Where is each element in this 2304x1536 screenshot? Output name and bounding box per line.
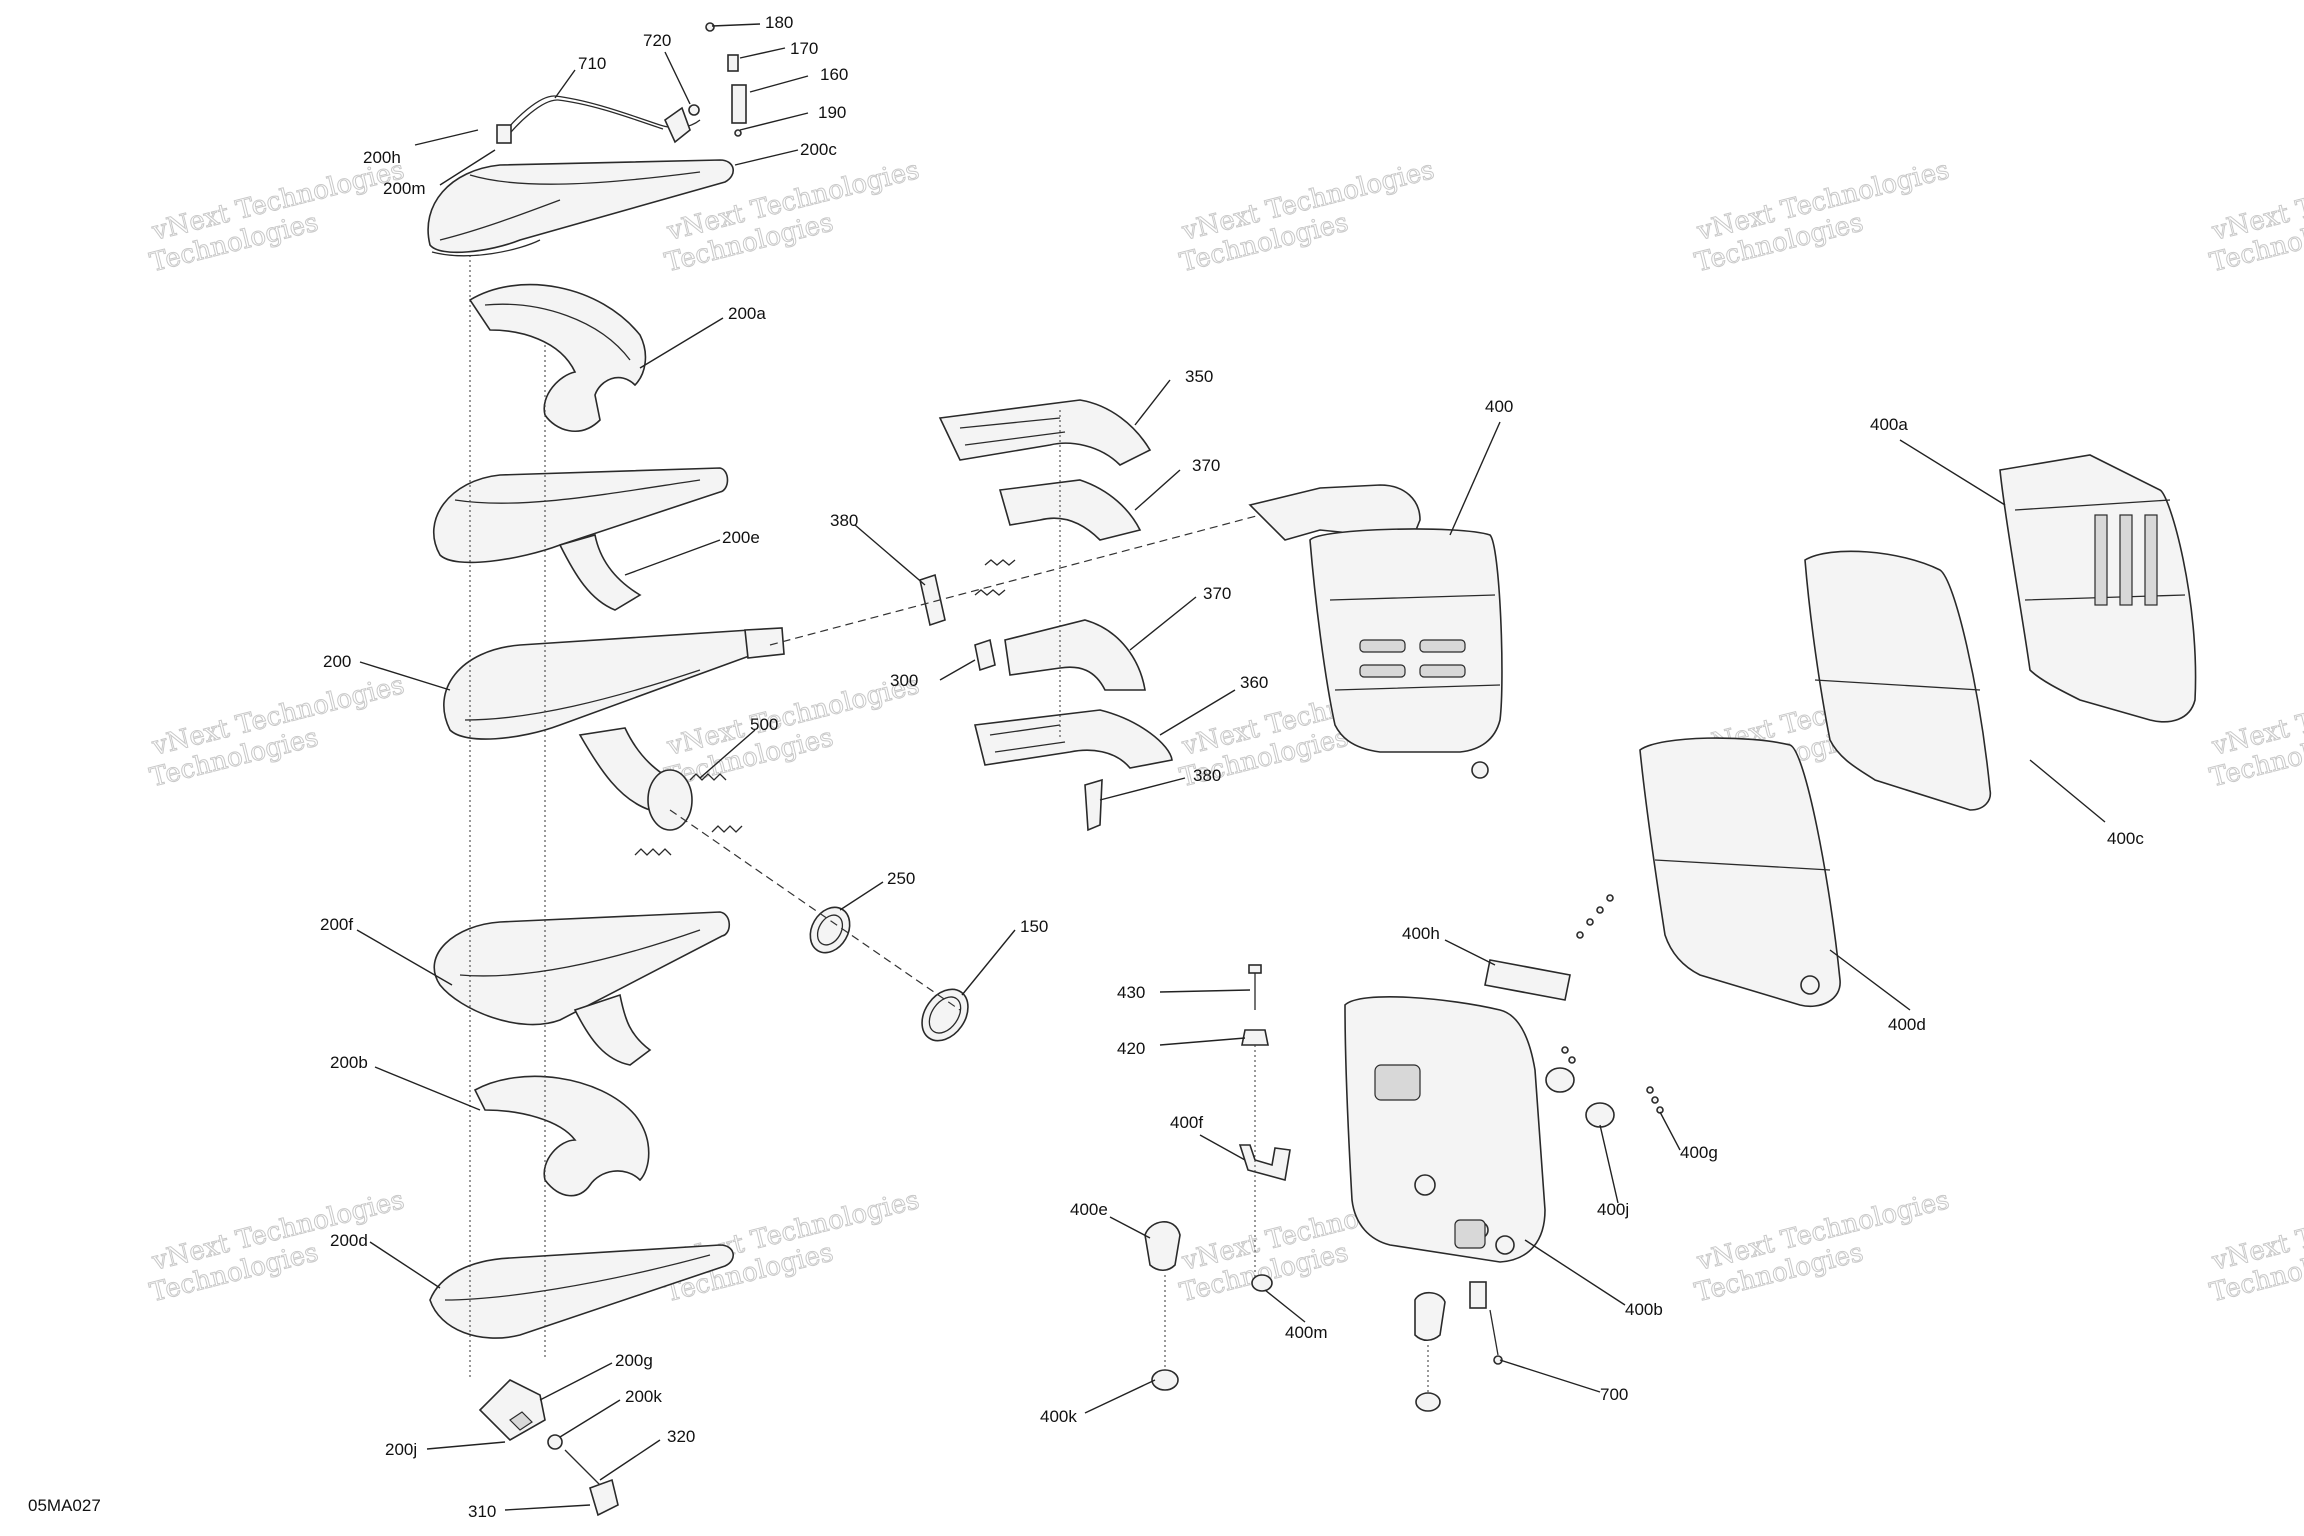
callout-labels: 180 170 160 190 720 710 200h 200m 200c 2… — [28, 13, 2144, 1521]
part-bolt-430 — [1248, 964, 1262, 1010]
callout-label: 400f — [1170, 1113, 1203, 1132]
part-grommet-400m — [1251, 1274, 1273, 1292]
part-heat-shield-400a — [1999, 454, 2197, 723]
part-grommet-400k — [1151, 1369, 1179, 1391]
callout-label: 200c — [800, 140, 837, 159]
part-inner-tube-370-lower — [1004, 619, 1146, 691]
callout-label: 370 — [1192, 456, 1220, 475]
part-inner-tube-370-upper — [998, 479, 1142, 541]
part-bracket-200g — [478, 1379, 546, 1441]
callout-label: 200d — [330, 1231, 368, 1250]
callout-label: 190 — [818, 103, 846, 122]
callout-label: 400k — [1040, 1407, 1077, 1426]
callout-label: 360 — [1240, 673, 1268, 692]
part-mount-400b-lower — [1414, 1291, 1446, 1412]
callout-label: 400c — [2107, 829, 2144, 848]
part-heat-shield-200b — [473, 1075, 650, 1197]
callout-label: 430 — [1117, 983, 1145, 1002]
part-muffler-cover-400b — [1344, 996, 1546, 1263]
callout-label: 400h — [1402, 924, 1440, 943]
part-pad-380-upper — [919, 573, 946, 627]
part-muffler-400 — [1248, 484, 1503, 779]
part-inner-tube-360 — [974, 709, 1173, 769]
part-shell-200f — [433, 911, 731, 1066]
callout-label: 200f — [320, 915, 353, 934]
callout-label: 320 — [667, 1427, 695, 1446]
part-plate-400j — [1545, 1046, 1615, 1128]
part-shell-200e — [433, 467, 729, 611]
callout-label: 700 — [1600, 1385, 1628, 1404]
part-heat-shield-400d — [1639, 737, 1841, 1007]
callout-label: 370 — [1203, 584, 1231, 603]
part-top-shell-200c — [427, 159, 734, 257]
callout-label: 400 — [1485, 397, 1513, 416]
part-pad-300 — [974, 638, 996, 672]
callout-label: 200g — [615, 1351, 653, 1370]
callout-label: 400m — [1285, 1323, 1328, 1342]
callout-label: 400b — [1625, 1300, 1663, 1319]
part-gasket-250 — [809, 906, 851, 954]
callout-label: 180 — [765, 13, 793, 32]
part-inner-tube-350 — [938, 399, 1152, 466]
callout-label: 310 — [468, 1502, 496, 1521]
part-heat-shield-200a — [468, 283, 647, 432]
callout-label: 400e — [1070, 1200, 1108, 1219]
part-bracket-400h — [1484, 894, 1614, 1001]
part-sensor-160-170-180-190 — [705, 22, 747, 137]
part-bracket-400f — [1238, 1144, 1291, 1182]
callout-leaders — [356, 23, 2106, 1511]
callout-label: 200a — [728, 304, 766, 323]
callout-label: 400g — [1680, 1143, 1718, 1162]
callout-label: 200e — [722, 528, 760, 547]
callout-label: 250 — [887, 869, 915, 888]
part-grommet-200k — [547, 1434, 563, 1450]
part-springs-500-center — [974, 559, 1016, 596]
callout-label: 200m — [383, 179, 426, 198]
callout-label: 380 — [830, 511, 858, 530]
callout-label: 200 — [323, 652, 351, 671]
callout-label: 200h — [363, 148, 401, 167]
callout-label: 710 — [578, 54, 606, 73]
part-sensor-700 — [1469, 1281, 1503, 1365]
callout-label: 720 — [643, 31, 671, 50]
part-nut-420 — [1241, 1029, 1269, 1046]
part-bottom-shell-200d — [429, 1244, 734, 1339]
part-bracket-720 — [663, 104, 700, 144]
callout-label: 400j — [1597, 1200, 1629, 1219]
callout-label: 500 — [750, 715, 778, 734]
part-pad-380-lower — [1084, 778, 1103, 832]
callout-label: 380 — [1193, 766, 1221, 785]
callout-label: 300 — [890, 671, 918, 690]
callout-label: 170 — [790, 39, 818, 58]
callout-label: 160 — [820, 65, 848, 84]
diagram-code: 05MA027 — [28, 1496, 101, 1515]
callout-label: 420 — [1117, 1039, 1145, 1058]
callout-label: 400d — [1888, 1015, 1926, 1034]
callout-label: 200j — [385, 1440, 417, 1459]
part-mount-400e — [1144, 1221, 1181, 1272]
part-muffler-body-200 — [443, 627, 785, 831]
callout-label: 200b — [330, 1053, 368, 1072]
part-bolts-400g — [1646, 1086, 1664, 1114]
callout-label: 350 — [1185, 367, 1213, 386]
part-springs-500 — [634, 773, 743, 856]
callout-label: 200k — [625, 1387, 662, 1406]
callout-label: 150 — [1020, 917, 1048, 936]
part-heat-shield-400c — [1804, 550, 1992, 811]
part-bolt-320 — [564, 1449, 619, 1517]
part-clamp-150 — [921, 988, 969, 1042]
callout-label: 400a — [1870, 415, 1908, 434]
